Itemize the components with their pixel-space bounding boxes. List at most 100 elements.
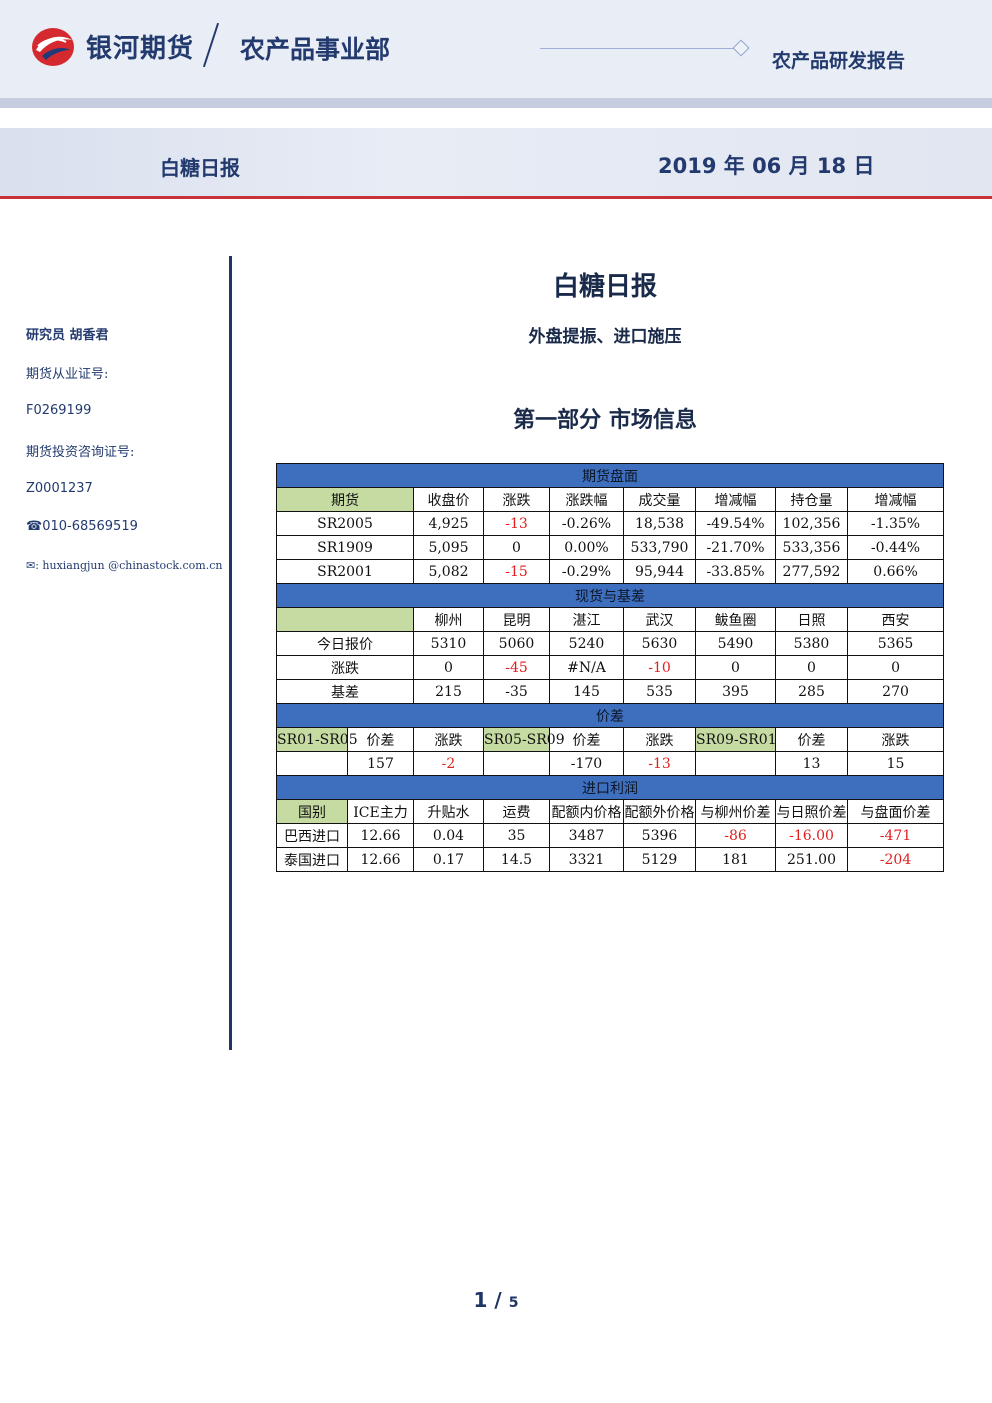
- page-subtitle: 外盘提振、进口施压: [528, 327, 682, 347]
- column-header: 运费: [483, 799, 550, 824]
- table-cell: 5240: [549, 631, 624, 656]
- row-label: 巴西进口: [276, 823, 348, 848]
- table-header-row: SR01-SR05 价差 涨跌 SR05-SR09 价差 涨跌 SR09-SR0…: [276, 727, 945, 752]
- column-header: 西安: [846, 607, 945, 632]
- table-cell: [483, 751, 550, 776]
- column-header: 期货: [276, 487, 414, 512]
- column-header: 价差: [775, 727, 848, 752]
- table-row: 涨跌 0 -45 #N/A -10 0 0 0: [276, 655, 945, 680]
- column-header: SR09-SR01: [695, 727, 777, 752]
- column-header: 涨跌: [483, 487, 550, 512]
- table-row: SR2001 5,082 -15 -0.29% 95,944 -33.85% 2…: [276, 559, 945, 584]
- column-header: 价差: [347, 727, 414, 752]
- column-header: 升贴水: [413, 799, 484, 824]
- table-cell: 3487: [549, 823, 624, 848]
- table-cell: -16.00: [775, 823, 848, 848]
- table-cell: 5310: [413, 631, 484, 656]
- license-label: 期货从业证号:: [26, 367, 109, 382]
- column-header: 价差: [549, 727, 624, 752]
- email-address[interactable]: ✉: huxiangjun @chinastock.com.cn: [26, 559, 223, 572]
- table-cell: 285: [775, 679, 848, 704]
- table-cell: 533,356: [775, 535, 848, 560]
- table-cell: -45: [483, 655, 550, 680]
- column-header: 成交量: [623, 487, 696, 512]
- table-cell: 0: [695, 655, 776, 680]
- section-title: 价差: [275, 703, 945, 728]
- column-header: 涨跌幅: [549, 487, 624, 512]
- table-cell: 5,082: [413, 559, 484, 584]
- table-cell: -1.35%: [846, 511, 945, 536]
- section-heading: 第一部分 市场信息: [513, 408, 697, 433]
- table-cell: -0.44%: [846, 535, 945, 560]
- table-cell: [276, 751, 348, 776]
- table-cell: 14.5: [483, 847, 550, 872]
- table-cell: SR1909: [276, 535, 414, 560]
- row-label: 涨跌: [276, 655, 414, 680]
- table-cell: 5060: [483, 631, 550, 656]
- table-cell: SR2001: [276, 559, 414, 584]
- table-cell: -35: [483, 679, 550, 704]
- table-cell: 277,592: [775, 559, 848, 584]
- section-row-spot: 现货与基差: [275, 583, 945, 608]
- table-row: 巴西进口 12.66 0.04 35 3487 5396 -86 -16.00 …: [276, 823, 945, 848]
- table-cell: 5,095: [413, 535, 484, 560]
- table-cell: 533,790: [623, 535, 696, 560]
- table-cell: 251.00: [775, 847, 848, 872]
- page-indicator: 1 / 5: [460, 1288, 532, 1312]
- row-label: 今日报价: [276, 631, 414, 656]
- column-header: 与日照价差: [775, 799, 848, 824]
- table-cell: [695, 751, 776, 776]
- section-title: 进口利润: [275, 775, 945, 800]
- table-cell: 18,538: [623, 511, 696, 536]
- table-cell: 5630: [623, 631, 696, 656]
- table-header-row: 柳州 昆明 湛江 武汉 鲅鱼圈 日照 西安: [276, 607, 945, 632]
- table-cell: 0: [483, 535, 550, 560]
- column-header: 湛江: [549, 607, 624, 632]
- row-label: 基差: [276, 679, 414, 704]
- brand-name: 银河期货: [86, 34, 195, 64]
- column-header: SR01-SR05: [276, 727, 358, 752]
- table-cell: 95,944: [623, 559, 696, 584]
- column-header: 鲅鱼圈: [695, 607, 776, 632]
- report-type: 农产品研发报告: [772, 50, 906, 72]
- column-header: SR05-SR09: [483, 727, 565, 752]
- table-cell: 535: [623, 679, 696, 704]
- banner-title: 白糖日报: [160, 156, 240, 180]
- table-cell: 5380: [775, 631, 848, 656]
- table-row: 157 -2 -170 -13 13 15: [276, 751, 945, 776]
- column-header: 配额内价格: [549, 799, 624, 824]
- column-header: 与盘面价差: [846, 799, 945, 824]
- table-cell: -49.54%: [695, 511, 776, 536]
- header-strip: [0, 98, 992, 108]
- table-cell: 12.66: [347, 823, 414, 848]
- page-separator: /: [494, 1288, 502, 1312]
- column-header: [276, 607, 414, 632]
- section-title: 现货与基差: [275, 583, 945, 608]
- consult-number: Z0001237: [26, 481, 93, 496]
- table-row: SR2005 4,925 -13 -0.26% 18,538 -49.54% 1…: [276, 511, 945, 536]
- table-cell: 181: [695, 847, 776, 872]
- column-header: 收盘价: [413, 487, 484, 512]
- table-cell: 0.17: [413, 847, 484, 872]
- column-header: 涨跌: [413, 727, 484, 752]
- column-header: 国别: [276, 799, 348, 824]
- table-cell: -204: [846, 847, 945, 872]
- section-row-spread: 价差: [275, 703, 945, 728]
- column-header: 涨跌: [846, 727, 945, 752]
- table-cell: 0: [846, 655, 945, 680]
- consult-label: 期货投资咨询证号:: [26, 445, 135, 460]
- table-cell: 13: [775, 751, 848, 776]
- table-cell: -10: [623, 655, 696, 680]
- table-cell: -13: [623, 751, 696, 776]
- column-header: 持仓量: [775, 487, 848, 512]
- table-cell: 12.66: [347, 847, 414, 872]
- column-header: 涨跌: [623, 727, 696, 752]
- license-number: F0269199: [26, 403, 92, 418]
- table-cell: 15: [846, 751, 945, 776]
- table-cell: 35: [483, 823, 550, 848]
- page-title: 白糖日报: [552, 272, 657, 302]
- table-cell: 157: [347, 751, 414, 776]
- table-header-row: 期货 收盘价 涨跌 涨跌幅 成交量 增减幅 持仓量 增减幅: [276, 487, 945, 512]
- table-cell: 0.04: [413, 823, 484, 848]
- table-cell: 4,925: [413, 511, 484, 536]
